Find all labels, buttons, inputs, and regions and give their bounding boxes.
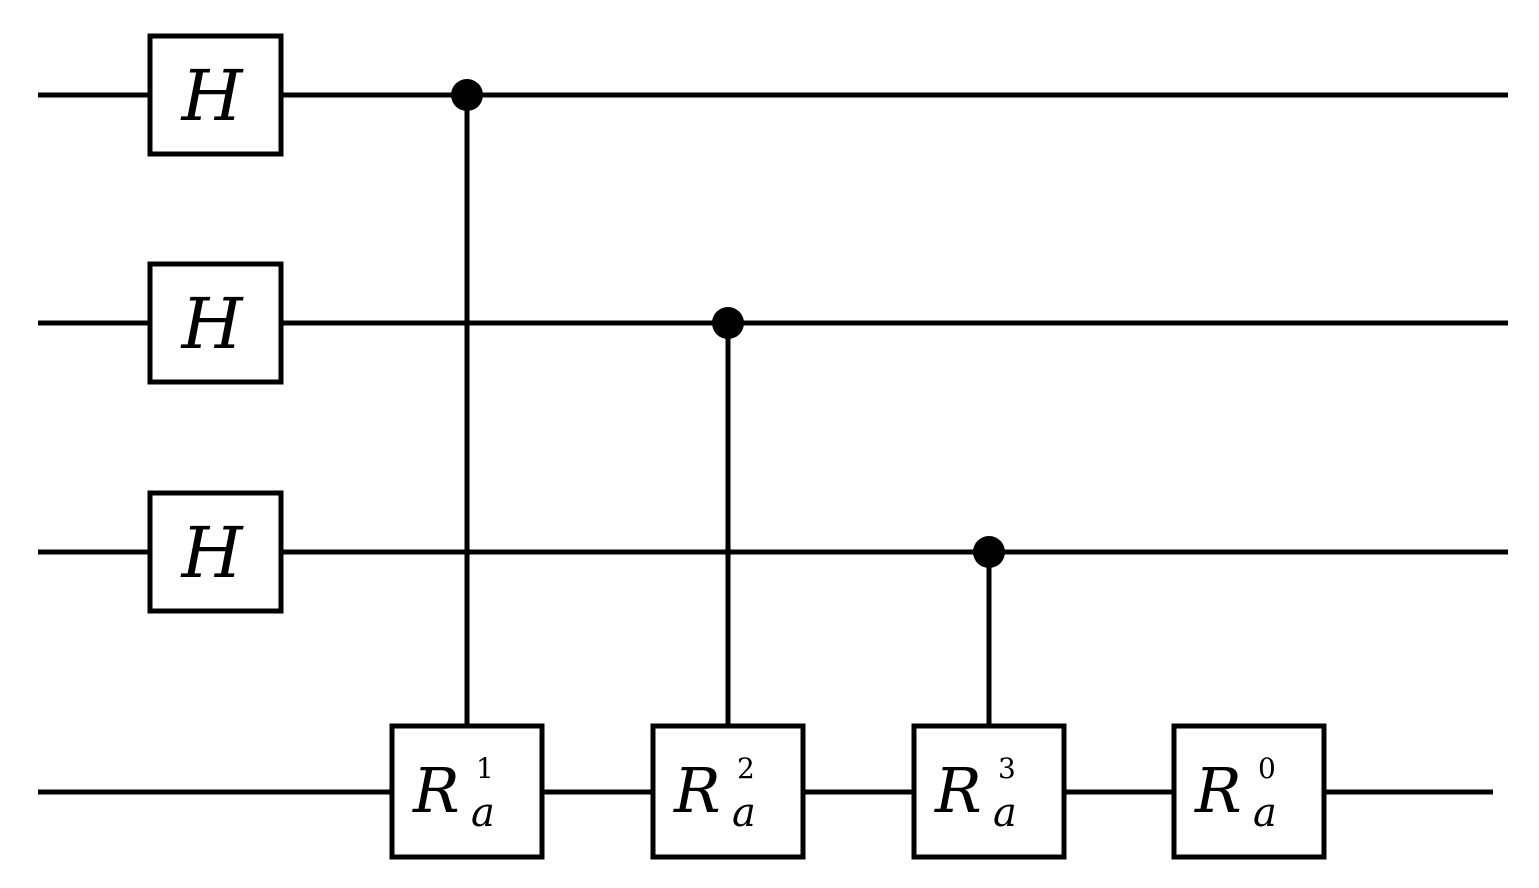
control-dot-2 [712, 307, 744, 339]
hadamard-gate-label: H [179, 512, 244, 594]
rotation-gate-base: R [673, 754, 721, 827]
hadamard-gate-box [147, 490, 284, 614]
rotation-gate-subscript: a [732, 790, 756, 836]
control-dot-1 [451, 79, 483, 111]
rotation-gate-box [911, 723, 1067, 860]
rotation-gate-box [389, 723, 545, 860]
rotation-gate-3: R 3 a [911, 723, 1067, 860]
hadamard-gate-box [147, 261, 284, 385]
hadamard-gate-box [147, 33, 284, 157]
hadamard-gate-label: H [179, 283, 244, 365]
rotation-gate-4: R 0 a [1171, 723, 1327, 860]
hadamard-gate-3: H [147, 490, 284, 614]
rotation-gate-superscript: 2 [737, 752, 755, 785]
rotation-gate-superscript: 1 [476, 752, 494, 785]
rotation-gate-superscript: 3 [998, 752, 1016, 785]
rotation-gate-box [650, 723, 806, 860]
control-dot-3 [973, 536, 1005, 568]
rotation-gate-box [1171, 723, 1327, 860]
rotation-gate-subscript: a [471, 790, 495, 836]
rotation-gate-subscript: a [993, 790, 1017, 836]
rotation-gate-subscript: a [1253, 790, 1277, 836]
hadamard-gate-1: H [147, 33, 284, 157]
rotation-gate-2: R 2 a [650, 723, 806, 860]
rotation-gate-1: R 1 a [389, 723, 545, 860]
rotation-gate-base: R [412, 754, 460, 827]
rotation-gate-base: R [1194, 754, 1242, 827]
hadamard-gate-2: H [147, 261, 284, 385]
hadamard-gate-label: H [179, 55, 244, 137]
rotation-gate-base: R [934, 754, 982, 827]
rotation-gate-superscript: 0 [1258, 752, 1276, 785]
